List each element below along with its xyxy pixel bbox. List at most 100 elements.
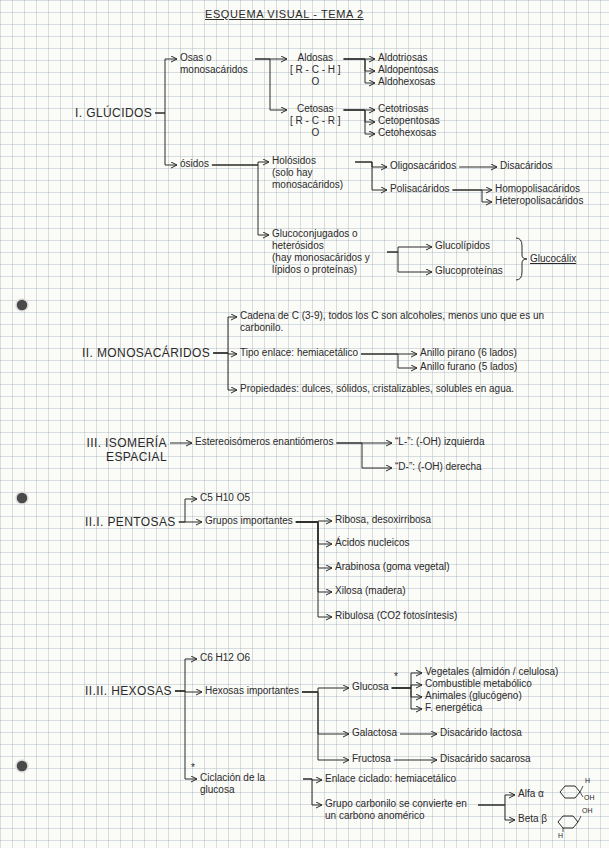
node-text: Cetosas — [290, 103, 341, 115]
node-text: Cetotriosas — [378, 103, 429, 115]
node-text: Tipo enlace: hemiacetálico — [240, 347, 358, 359]
concept-node: Polisacáridos — [390, 183, 449, 195]
concept-node: Alfa α — [518, 788, 544, 800]
concept-node: Anillo pirano (6 lados) — [420, 347, 517, 359]
node-text: II.II. HEXOSAS — [85, 684, 172, 698]
arrow-connector — [478, 795, 515, 805]
arrow-connector — [212, 165, 269, 235]
concept-node: Glucoproteínas — [435, 265, 503, 277]
node-text: Aldotriosas — [378, 52, 427, 64]
concept-node: Ribosa, desoxirribosa — [335, 514, 431, 526]
node-text: Estereoisómeros enantiómeros — [195, 436, 333, 448]
node-text: C5 H10 O5 — [200, 492, 250, 504]
concept-node: Vegetales (almidón / celulosa) — [425, 666, 558, 678]
arrow-connector — [302, 688, 349, 692]
concept-node: Propiedades: dulces, sólidos, cristaliza… — [240, 383, 600, 395]
arrow-connector — [394, 760, 437, 761]
note-label: OH — [584, 794, 595, 802]
concept-node: Cetopentosas — [378, 115, 440, 127]
arrow-connector — [478, 805, 515, 820]
concept-node: Galactosa — [352, 727, 397, 739]
node-text: Cadena de C (3-9), todos los C son alcoh… — [240, 310, 580, 334]
node-text: Ribosa, desoxirribosa — [335, 514, 431, 526]
section-heading: II.II. HEXOSAS — [85, 684, 172, 698]
node-text: Glucoproteínas — [435, 265, 503, 277]
node-text: Aldosas — [290, 52, 341, 64]
node-text: “D-”: (-OH) derecha — [395, 461, 482, 473]
node-text: Glucosa — [352, 681, 389, 693]
concept-node: Animales (glucógeno) — [425, 690, 522, 702]
node-text: (hay monosacáridos y lípidos o proteínas… — [272, 252, 384, 276]
node-text: Disacáridos — [500, 160, 552, 172]
concept-node: Disacárido sacarosa — [440, 753, 531, 765]
concept-node: Xilosa (madera) — [335, 585, 406, 597]
concept-node: Glucolípidos — [435, 240, 490, 252]
section-heading: II. MONOSACÁRIDOS — [82, 346, 210, 360]
node-text: Ribulosa (CO2 fotosíntesis) — [335, 610, 457, 622]
concept-node: Ribulosa (CO2 fotosíntesis) — [335, 610, 457, 622]
node-text: Fructosa — [352, 753, 391, 765]
concept-node: Grupo carbonilo se convierte en un carbo… — [325, 798, 475, 822]
node-text: O — [290, 127, 341, 139]
concept-node: Homopolisacáridos — [495, 183, 580, 195]
arrow-connector — [452, 190, 492, 202]
node-text: Cetohexosas — [378, 127, 436, 139]
node-text: II. MONOSACÁRIDOS — [82, 346, 210, 360]
binder-hole — [16, 299, 28, 311]
arrow-connector — [296, 522, 332, 592]
arrow-connector — [355, 162, 387, 190]
concept-node: Aldopentosas — [378, 64, 439, 76]
arrow-connector — [255, 59, 287, 110]
node-text: Disacárido sacarosa — [440, 753, 531, 765]
arrow-connector — [392, 688, 422, 709]
node-text: Enlace ciclado: hemiacetálico — [325, 773, 456, 785]
concept-node: Glucocálix — [530, 253, 576, 265]
concept-node: Osas o monosacáridos — [180, 52, 252, 76]
concept-node: “L-”: (-OH) izquierda — [395, 436, 484, 448]
arrow-connector — [296, 522, 332, 568]
ring-symbol — [560, 786, 580, 798]
arrow-connector — [336, 443, 392, 468]
node-text: Animales (glucógeno) — [425, 690, 522, 702]
node-text: (solo hay monosacáridos) — [272, 167, 352, 191]
arrow-connector — [361, 354, 417, 368]
node-text: Xilosa (madera) — [335, 585, 406, 597]
arrow-connector — [303, 779, 322, 805]
arrow-connector — [344, 59, 375, 83]
node-text: C6 H12 O6 — [200, 652, 250, 664]
node-text: Anillo furano (5 lados) — [420, 361, 517, 373]
concept-node: C5 H10 O5 — [200, 492, 250, 504]
arrow-connector — [170, 443, 192, 444]
concept-node: Enlace ciclado: hemiacetálico — [325, 773, 456, 785]
node-text: F. energética — [425, 702, 482, 714]
node-text: Glucolípidos — [435, 240, 490, 252]
note-label: * — [394, 671, 398, 683]
concept-node: Holósidos(solo hay monosacáridos) — [272, 155, 352, 191]
arrow-connector — [296, 522, 332, 617]
node-text: Osas o monosacáridos — [180, 52, 252, 76]
node-text: Glucoconjugados o heterósidos — [272, 228, 384, 252]
node-text: Polisacáridos — [390, 183, 449, 195]
concept-node: Heteropolisacáridos — [495, 195, 583, 207]
concept-node: Hexosas importantes — [205, 685, 299, 697]
arrow-connector — [387, 247, 432, 252]
node-text: Homopolisacáridos — [495, 183, 580, 195]
concept-node: Aldotriosas — [378, 52, 427, 64]
section-heading: II.I. PENTOSAS — [85, 515, 176, 529]
arrow-connector — [302, 692, 349, 734]
concept-node: Disacárido lactosa — [440, 727, 522, 739]
node-text: II.I. PENTOSAS — [85, 515, 176, 529]
concept-node: Cadena de C (3-9), todos los C son alcoh… — [240, 310, 580, 334]
concept-node: “D-”: (-OH) derecha — [395, 461, 482, 473]
node-text: Anillo pirano (6 lados) — [420, 347, 517, 359]
concept-node: Oligosacáridos — [390, 160, 456, 172]
note-label: H — [585, 777, 590, 785]
concept-node: Arabinosa (goma vegetal) — [335, 561, 450, 573]
page-title: ESQUEMA VISUAL - TEMA 2 — [205, 8, 364, 21]
node-text: Grupo carbonilo se convierte en un carbo… — [325, 798, 475, 822]
arrow-connector — [387, 252, 432, 272]
concept-node: Grupos importantes — [205, 515, 293, 527]
node-text: Ácidos nucleicos — [335, 537, 409, 549]
